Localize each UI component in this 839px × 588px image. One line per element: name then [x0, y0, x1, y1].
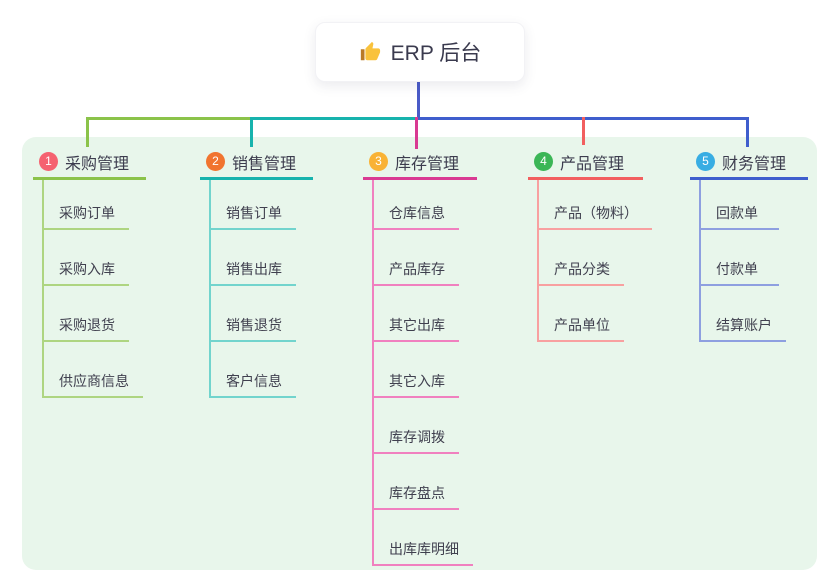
child-label: 客户信息 [226, 373, 282, 389]
branch-5: 5 财务管理回款单付款单结算账户 [690, 146, 808, 342]
connector-line [415, 117, 418, 149]
branch-number-badge: 4 [534, 152, 553, 171]
branch-children: 回款单付款单结算账户 [699, 180, 786, 342]
child-node[interactable]: 库存调拨 [374, 398, 459, 454]
branch-node-2[interactable]: 2 销售管理 [200, 146, 313, 180]
child-node[interactable]: 结算账户 [701, 286, 786, 342]
child-node[interactable]: 采购订单 [44, 180, 129, 230]
branch-4: 4 产品管理产品（物料） 产品分类产品单位 [528, 146, 652, 342]
mindmap-canvas [22, 137, 817, 570]
child-label: 其它出库 [389, 317, 445, 333]
branch-children: 采购订单采购入库采购退货供应商信息 [42, 180, 143, 398]
child-node[interactable]: 其它出库 [374, 286, 459, 342]
child-label: 供应商信息 [59, 373, 129, 389]
child-label: 销售退货 [226, 317, 282, 333]
branch-children: 销售订单销售出库销售退货客户信息 [209, 180, 296, 398]
branch-label: 库存管理 [395, 155, 460, 173]
branch-number-badge: 1 [39, 152, 58, 171]
child-node[interactable]: 付款单 [701, 230, 779, 286]
child-label: 库存调拨 [389, 429, 445, 445]
child-label: 采购订单 [59, 205, 115, 221]
branch-number-badge: 2 [206, 152, 225, 171]
child-label: 结算账户 [716, 317, 772, 333]
child-node[interactable]: 产品分类 [539, 230, 624, 286]
child-node[interactable]: 销售退货 [211, 286, 296, 342]
child-node[interactable]: 采购退货 [44, 286, 129, 342]
connector-line [417, 82, 420, 118]
child-label: 产品单位 [554, 317, 610, 333]
child-node[interactable]: 仓库信息 [374, 180, 459, 230]
branch-children: 产品（物料） 产品分类产品单位 [537, 180, 652, 342]
branch-number-badge: 5 [696, 152, 715, 171]
thumbs-up-icon [359, 41, 381, 63]
branch-3: 3 库存管理仓库信息产品库存其它出库其它入库库存调拨库存盘点出库库明细 [363, 146, 477, 566]
child-node[interactable]: 产品单位 [539, 286, 624, 342]
child-node[interactable]: 出库库明细 [374, 510, 473, 566]
child-node[interactable]: 产品（物料） [539, 180, 652, 230]
child-label: 回款单 [716, 205, 758, 221]
child-node[interactable]: 其它入库 [374, 342, 459, 398]
child-label: 采购退货 [59, 317, 115, 333]
child-node[interactable]: 库存盘点 [374, 454, 459, 510]
child-label: 销售出库 [226, 261, 282, 277]
child-node[interactable]: 销售出库 [211, 230, 296, 286]
child-node[interactable]: 供应商信息 [44, 342, 143, 398]
root-label: ERP 后台 [390, 42, 482, 65]
branch-label: 财务管理 [722, 155, 787, 173]
branch-number-badge: 3 [369, 152, 388, 171]
child-label: 仓库信息 [389, 205, 445, 221]
child-label: 产品分类 [554, 261, 610, 277]
connector-line [582, 117, 585, 145]
child-label: 库存盘点 [389, 485, 445, 501]
child-label: 产品（物料） [554, 205, 638, 221]
child-node[interactable]: 产品库存 [374, 230, 459, 286]
child-label: 产品库存 [389, 261, 445, 277]
root-node[interactable]: ERP 后台 [315, 22, 525, 82]
branch-children: 仓库信息产品库存其它出库其它入库库存调拨库存盘点出库库明细 [372, 180, 473, 566]
branch-2: 2 销售管理销售订单销售出库销售退货客户信息 [200, 146, 313, 398]
branch-node-5[interactable]: 5 财务管理 [690, 146, 808, 180]
connector-line [746, 117, 749, 147]
child-node[interactable]: 客户信息 [211, 342, 296, 398]
connector-line [86, 117, 253, 120]
child-node[interactable]: 采购入库 [44, 230, 129, 286]
branch-node-1[interactable]: 1 采购管理 [33, 146, 146, 180]
child-label: 付款单 [716, 261, 758, 277]
branch-1: 1 采购管理采购订单采购入库采购退货供应商信息 [33, 146, 146, 398]
connector-line [86, 117, 89, 147]
child-label: 其它入库 [389, 373, 445, 389]
branch-label: 销售管理 [232, 155, 297, 173]
connector-line [250, 117, 253, 147]
connector-line [250, 117, 419, 120]
branch-node-4[interactable]: 4 产品管理 [528, 146, 643, 180]
child-node[interactable]: 销售订单 [211, 180, 296, 230]
branch-label: 采购管理 [65, 155, 130, 173]
branch-label: 产品管理 [560, 155, 625, 173]
child-label: 出库库明细 [389, 541, 459, 557]
branch-node-3[interactable]: 3 库存管理 [363, 146, 477, 180]
child-label: 销售订单 [226, 205, 282, 221]
child-label: 采购入库 [59, 261, 115, 277]
child-node[interactable]: 回款单 [701, 180, 779, 230]
